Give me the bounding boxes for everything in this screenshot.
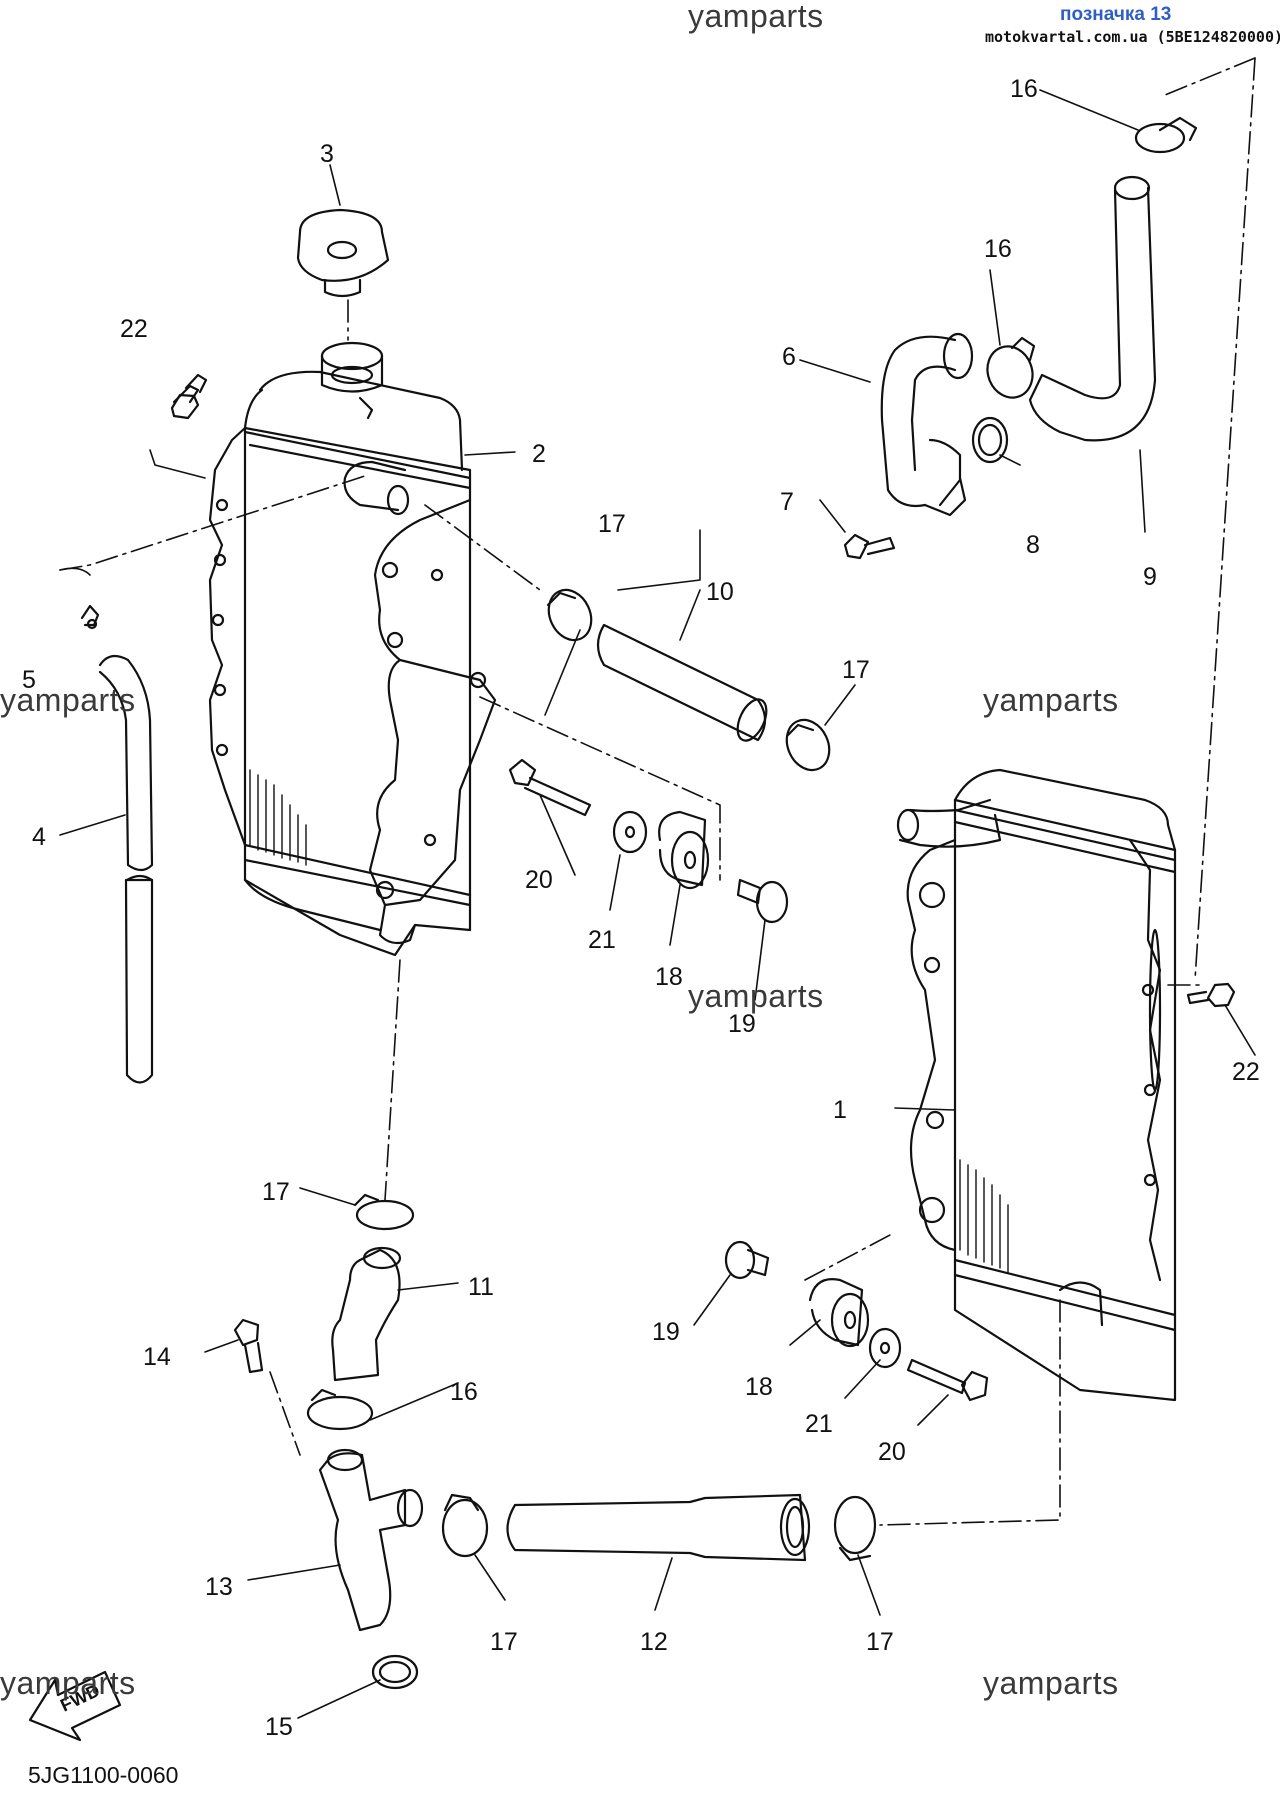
hose-9[interactable] [1028,175,1157,442]
grommet-18-lower[interactable] [808,1278,870,1348]
hose-clamp-17-e[interactable] [833,1495,877,1562]
watermark-bottom-right: yamparts [983,1665,1119,1701]
o-ring-15[interactable] [371,1654,419,1690]
callout-14: 14 [143,1343,171,1371]
bolt-20-lower[interactable] [906,1358,989,1402]
washer-21-upper[interactable] [612,810,648,854]
callout-21-upper: 21 [588,926,616,954]
callout-6: 6 [782,343,796,371]
bolt-22-right[interactable] [1186,982,1236,1008]
fitting-13[interactable] [318,1448,424,1632]
reference-label[interactable]: позначка 13 [1060,4,1172,25]
callout-16-mid: 16 [984,235,1012,263]
fwd-arrow-icon [28,1670,122,1742]
watermark-bottom-left: yamparts [0,1665,136,1701]
watermark-left: yamparts [0,682,136,718]
left-radiator[interactable] [208,341,497,957]
bolt-22-left[interactable] [170,373,208,420]
callout-4: 4 [32,823,46,851]
lower-hose[interactable] [506,1493,811,1562]
upper-hose[interactable] [596,623,772,745]
callout-19-upper: 19 [728,1010,756,1038]
assembly-lines [59,57,1256,1526]
collar-19-upper[interactable] [736,878,789,924]
callout-18-upper: 18 [655,963,683,991]
callout-20-upper: 20 [525,866,553,894]
diagram-code: 5JG1100-0060 [28,1762,179,1788]
right-radiator[interactable] [896,768,1177,1402]
watermark-top: yamparts [688,0,824,34]
bolt-14[interactable] [233,1318,264,1374]
watermark-right: yamparts [983,682,1119,718]
callout-22-right: 22 [1232,1058,1260,1086]
watermark-center: yamparts [688,978,824,1014]
hose-clamp-16-mid[interactable] [980,336,1039,404]
callout-13: 13 [205,1573,233,1601]
callout-1: 1 [833,1096,847,1124]
o-ring-8[interactable] [971,416,1009,464]
callout-15: 15 [265,1713,293,1741]
callout-18-lower: 18 [745,1373,773,1401]
bolt-7[interactable] [843,533,896,560]
hose-clip-5[interactable] [80,604,100,630]
site-source-text: motokvartal.com.ua (5BE124820000) [985,28,1280,46]
hose-clamp-16-top[interactable] [1134,116,1198,154]
hose-6[interactable] [880,332,974,517]
callout-2: 2 [532,440,546,468]
callout-17-d: 17 [490,1628,518,1656]
callout-17-b: 17 [842,656,870,684]
callout-16-lower: 16 [450,1378,478,1406]
callout-17-a: 17 [598,510,626,538]
leader-lines [59,89,1256,1719]
overflow-hose[interactable] [98,654,154,1084]
radiator-cap[interactable] [296,208,390,298]
callout-16-top: 16 [1010,75,1038,103]
hose-clamp-17-c[interactable] [353,1193,415,1231]
callout-10: 10 [706,578,734,606]
washer-21-lower[interactable] [868,1327,902,1369]
callout-7: 7 [780,488,794,516]
collar-19-lower[interactable] [724,1240,770,1280]
callout-17-e: 17 [866,1628,894,1656]
callout-8: 8 [1026,531,1040,559]
callout-3: 3 [320,140,334,168]
callout-20-lower: 20 [878,1438,906,1466]
hose-clamp-17-a[interactable] [541,583,599,647]
callout-labels: 1 2 3 4 5 6 7 8 9 10 11 12 13 14 15 16 1… [22,75,1260,1741]
hose-11[interactable] [331,1246,402,1382]
hose-clamp-17-b[interactable] [779,713,837,777]
bolt-20-upper[interactable] [508,758,592,817]
callout-21-lower: 21 [805,1410,833,1438]
callout-11: 11 [468,1273,494,1301]
callout-5: 5 [22,666,36,694]
grommet-18-upper[interactable] [658,810,710,890]
callout-19-lower: 19 [652,1318,680,1346]
callout-12: 12 [640,1628,668,1656]
callout-17-c: 17 [262,1178,290,1206]
callout-9: 9 [1143,563,1157,591]
hose-clamp-16-lower[interactable] [306,1388,374,1431]
hose-clamp-17-d[interactable] [441,1493,489,1558]
callout-22-left: 22 [120,315,148,343]
